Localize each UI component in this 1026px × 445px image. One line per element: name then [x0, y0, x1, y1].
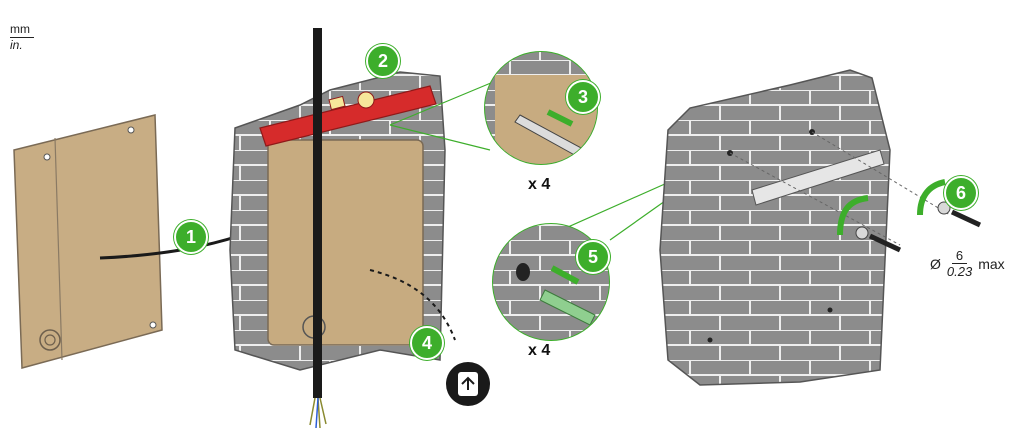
- diameter-mm: 6: [951, 248, 968, 264]
- diameter-in: 0.23: [946, 264, 973, 279]
- step-3-badge: 3: [566, 80, 600, 114]
- cable-icon: [309, 28, 327, 429]
- mounting-template-panel: [13, 114, 163, 369]
- step-5-badge: 5: [576, 240, 610, 274]
- brick-wall-right: [659, 69, 951, 386]
- brick-wall-middle: [229, 71, 456, 371]
- level-tool-icon: [259, 85, 437, 147]
- step-2-badge: 2: [366, 44, 400, 78]
- zoom-plugs: [492, 223, 610, 341]
- unit-in: in.: [10, 38, 23, 52]
- units-label: mm in.: [10, 22, 50, 52]
- diameter-symbol: Ø: [930, 255, 941, 272]
- diameter-suffix: max: [978, 255, 1005, 272]
- unit-mm: mm: [10, 22, 34, 38]
- plug-quantity: x 4: [528, 342, 551, 359]
- step-1-badge: 1: [174, 220, 208, 254]
- step-6-badge: 6: [944, 176, 978, 210]
- diameter-fraction: 6 0.23: [947, 248, 972, 279]
- recycle-bin-icon: [446, 362, 490, 406]
- step-4-badge: 4: [410, 326, 444, 360]
- diameter-spec: Ø 6 0.23 max: [930, 248, 1005, 279]
- screw-icon: [855, 201, 982, 253]
- drill-quantity: x 4: [528, 176, 551, 193]
